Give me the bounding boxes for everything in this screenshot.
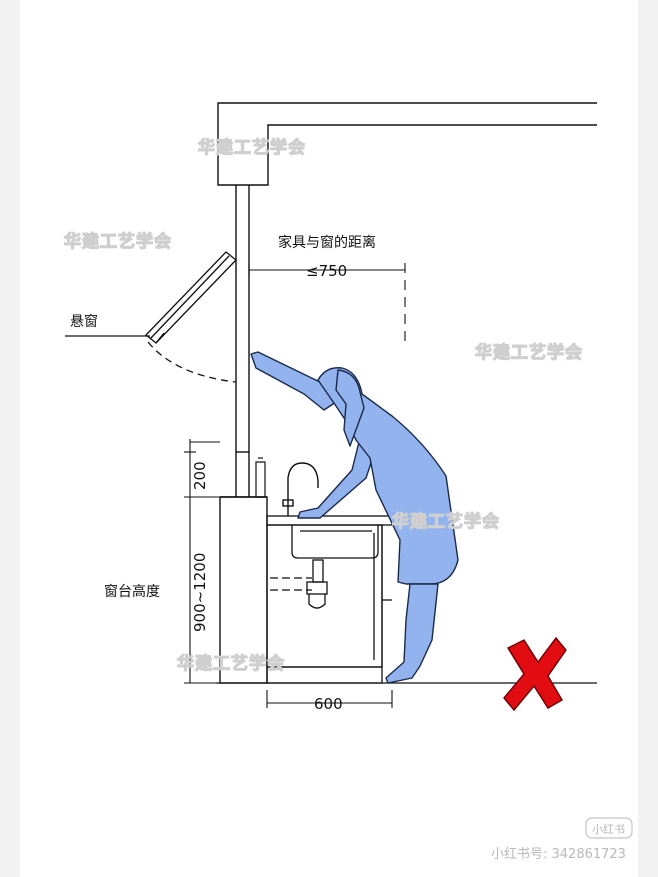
sill-height-range: 900~1200	[191, 553, 209, 632]
watermark: 华建工艺学会	[198, 137, 306, 158]
woman-figure	[250, 351, 459, 684]
watermark: 华建工艺学会	[392, 511, 500, 532]
cabinet-depth: 600	[314, 695, 343, 713]
wall-column	[235, 185, 250, 497]
watermark: 华建工艺学会	[475, 342, 583, 363]
cross-mark-icon	[503, 636, 567, 712]
section-drawing: 家具与窗的距离 ≤750 悬窗 200 900~1200 窗台高度 600 华建…	[63, 102, 633, 862]
sill-height-title: 窗台高度	[104, 583, 160, 600]
dimension-cabinet-depth	[266, 690, 393, 708]
distance-title: 家具与窗的距离	[278, 234, 376, 251]
sink-drain	[270, 559, 328, 609]
dimension-distance	[248, 263, 406, 345]
window-label: 悬窗	[70, 313, 98, 330]
upstand-height: 200	[191, 461, 209, 490]
brand-badge: 小红书	[585, 817, 633, 839]
ceiling-beam	[217, 102, 597, 186]
watermark: 华建工艺学会	[177, 653, 285, 674]
watermark: 华建工艺学会	[64, 231, 172, 252]
upstand-item	[255, 457, 266, 498]
brand-account: 小红书号: 342861723	[491, 846, 626, 862]
top-hung-window	[65, 251, 237, 383]
dimension-vertical	[184, 439, 220, 684]
sheet: 家具与窗的距离 ≤750 悬窗 200 900~1200 窗台高度 600 华建…	[20, 0, 638, 877]
faucet	[282, 462, 319, 516]
brand-badge-text: 小红书	[592, 823, 625, 836]
sink-cabinet	[266, 515, 393, 684]
distance-value: ≤750	[306, 262, 347, 280]
